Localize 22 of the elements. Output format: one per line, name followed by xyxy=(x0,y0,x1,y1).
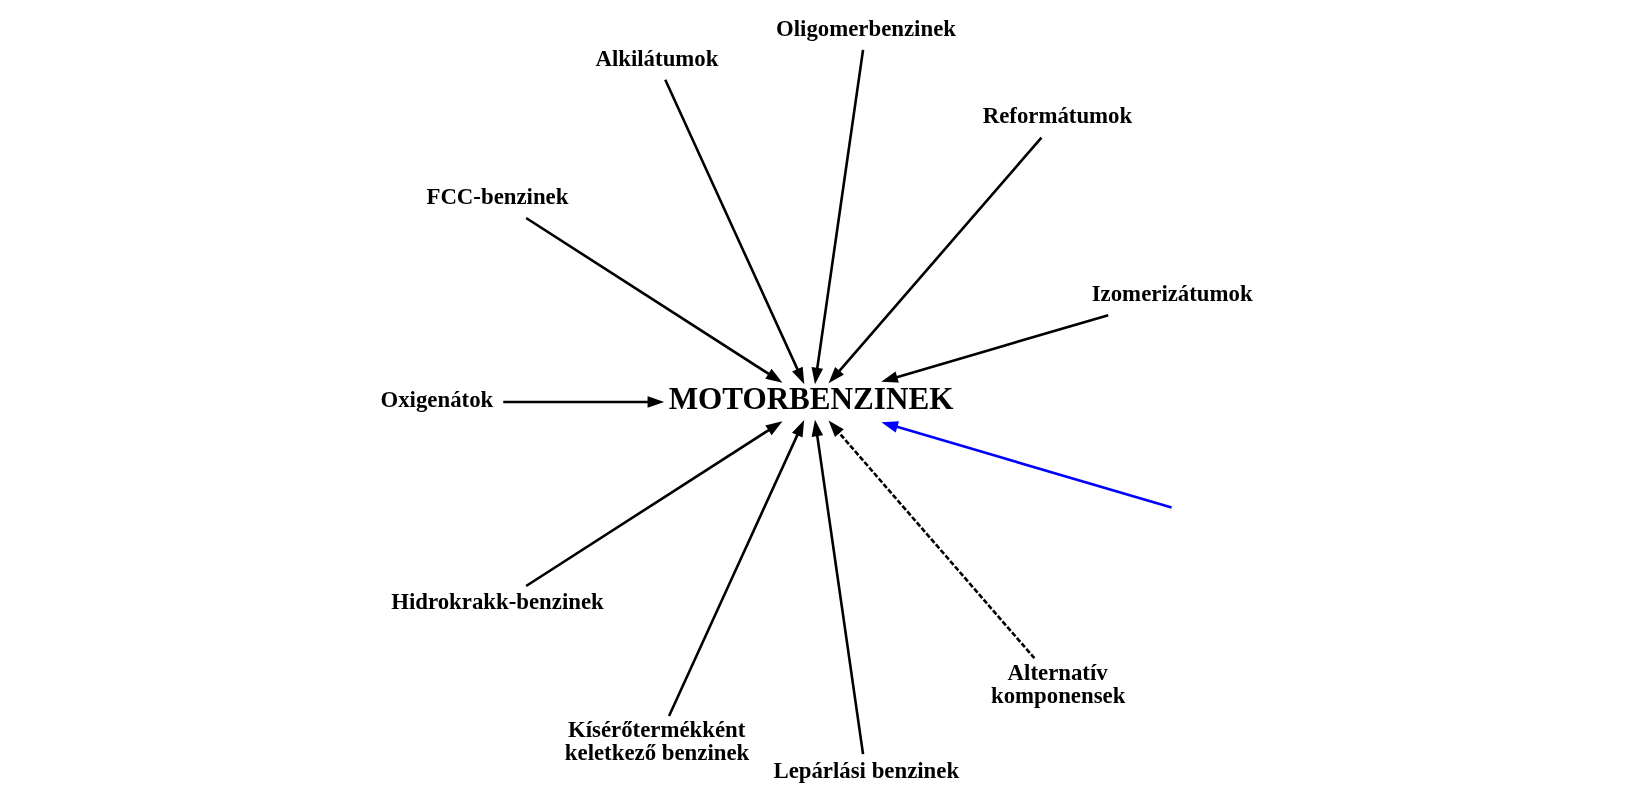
node-text: Oligomerbenzinek xyxy=(776,15,956,41)
node-text: Alkilátumok xyxy=(595,45,719,71)
arrow xyxy=(503,396,665,408)
node-text: MOTORBENZINEK xyxy=(668,380,954,416)
node-text: Kísérőtermékként keletkező benzinek xyxy=(564,717,750,766)
node-text: Reformátumok xyxy=(982,103,1133,129)
node-text: Oxigenátok xyxy=(380,386,494,412)
arrow xyxy=(664,79,805,385)
arrow xyxy=(667,420,805,717)
arrow xyxy=(828,420,1036,659)
node-text: Lepárlási benzinek xyxy=(773,757,960,783)
arrow xyxy=(811,49,865,385)
node-text: Alternatív komponensek xyxy=(991,659,1126,708)
arrow xyxy=(525,421,783,588)
arrow xyxy=(828,136,1043,384)
arrow xyxy=(525,216,783,383)
arrow xyxy=(811,419,865,755)
node-text: FCC-benzinek xyxy=(426,184,569,210)
arrow xyxy=(881,313,1109,383)
node-text: Izomerizátumok xyxy=(1091,281,1253,307)
node-text: Hidrokrakk-benzinek xyxy=(391,589,604,615)
arrow xyxy=(881,421,1172,509)
